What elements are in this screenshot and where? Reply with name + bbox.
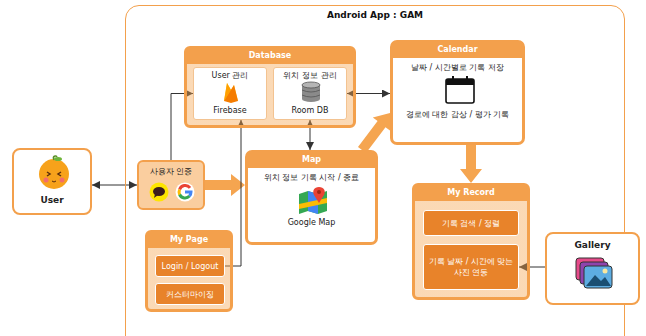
feature-box: 기록 날짜 / 시간에 맞는 사진 연동: [423, 244, 519, 290]
feature-box: Login / Logout: [155, 255, 225, 277]
auth-box: 사용자 인증: [137, 160, 205, 210]
app-title: Android App : GAM: [126, 9, 624, 21]
feature-box: 커스터마이징: [155, 283, 225, 305]
actor-box: User: [12, 148, 92, 215]
kakao-icon: [149, 182, 169, 202]
service-name: Room DB: [274, 105, 346, 116]
box-header: My Record: [415, 187, 527, 199]
external-box: Gallery: [545, 232, 640, 305]
section-label: User 관리: [194, 70, 266, 81]
flow-arrow: [205, 174, 245, 196]
service-name: Firebase: [194, 105, 266, 116]
section-label: 위치 정보 관리: [274, 70, 346, 81]
feature-box: 기록 검색 / 정렬: [423, 210, 519, 236]
box-header: My Page: [148, 234, 230, 246]
room-db-icon: [300, 81, 322, 103]
firebase-icon: [221, 81, 241, 103]
box-header: Map: [248, 154, 375, 166]
box-header: Database: [187, 50, 353, 62]
flow-arrow: [460, 145, 482, 183]
calendar-box: Calendar 날짜 / 시간별로 기록 저장경로에 대한 감상 / 평가 기록: [390, 40, 525, 145]
box-text: 위치 정보 기록 시작 / 종료: [248, 172, 375, 183]
box-text: Login / Logout: [156, 261, 224, 272]
db-section: 위치 정보 관리 Room DB: [273, 67, 347, 120]
gallery-icon: [574, 256, 614, 290]
service-name: Google Map: [248, 217, 375, 228]
box-text: 사용자 인증: [139, 166, 203, 177]
map-box: Map 위치 정보 기록 시작 / 종료 Google Map: [245, 150, 378, 245]
flow-arrow: [358, 113, 390, 153]
db-section: User 관리 Firebase: [193, 67, 267, 120]
mypage-box: My PageLogin / Logout 커스터마이징: [145, 230, 233, 312]
user-emoji-icon: [36, 154, 72, 190]
box-text: 기록 검색 / 정렬: [424, 218, 518, 229]
box-header: Calendar: [393, 44, 522, 56]
record-box: My Record 기록 검색 / 정렬기록 날짜 / 시간에 맞는 사진 연동: [412, 183, 530, 300]
box-text: 기록 날짜 / 시간에 맞는 사진 연동: [424, 256, 518, 278]
connector-line: [92, 185, 137, 186]
database-box: DatabaseUser 관리 Firebase 위치 정보 관리 Room DB: [184, 46, 356, 128]
google-icon: [175, 182, 195, 202]
box-text: 날짜 / 시간별로 기록 저장: [393, 62, 522, 73]
box-text: 커스터마이징: [156, 289, 224, 300]
external-label: Gallery: [547, 239, 638, 251]
calendar-icon: [444, 76, 476, 104]
actor-label: User: [14, 194, 90, 206]
box-text: 경로에 대한 감상 / 평가 기록: [393, 109, 522, 120]
google-map-icon: [297, 186, 329, 214]
